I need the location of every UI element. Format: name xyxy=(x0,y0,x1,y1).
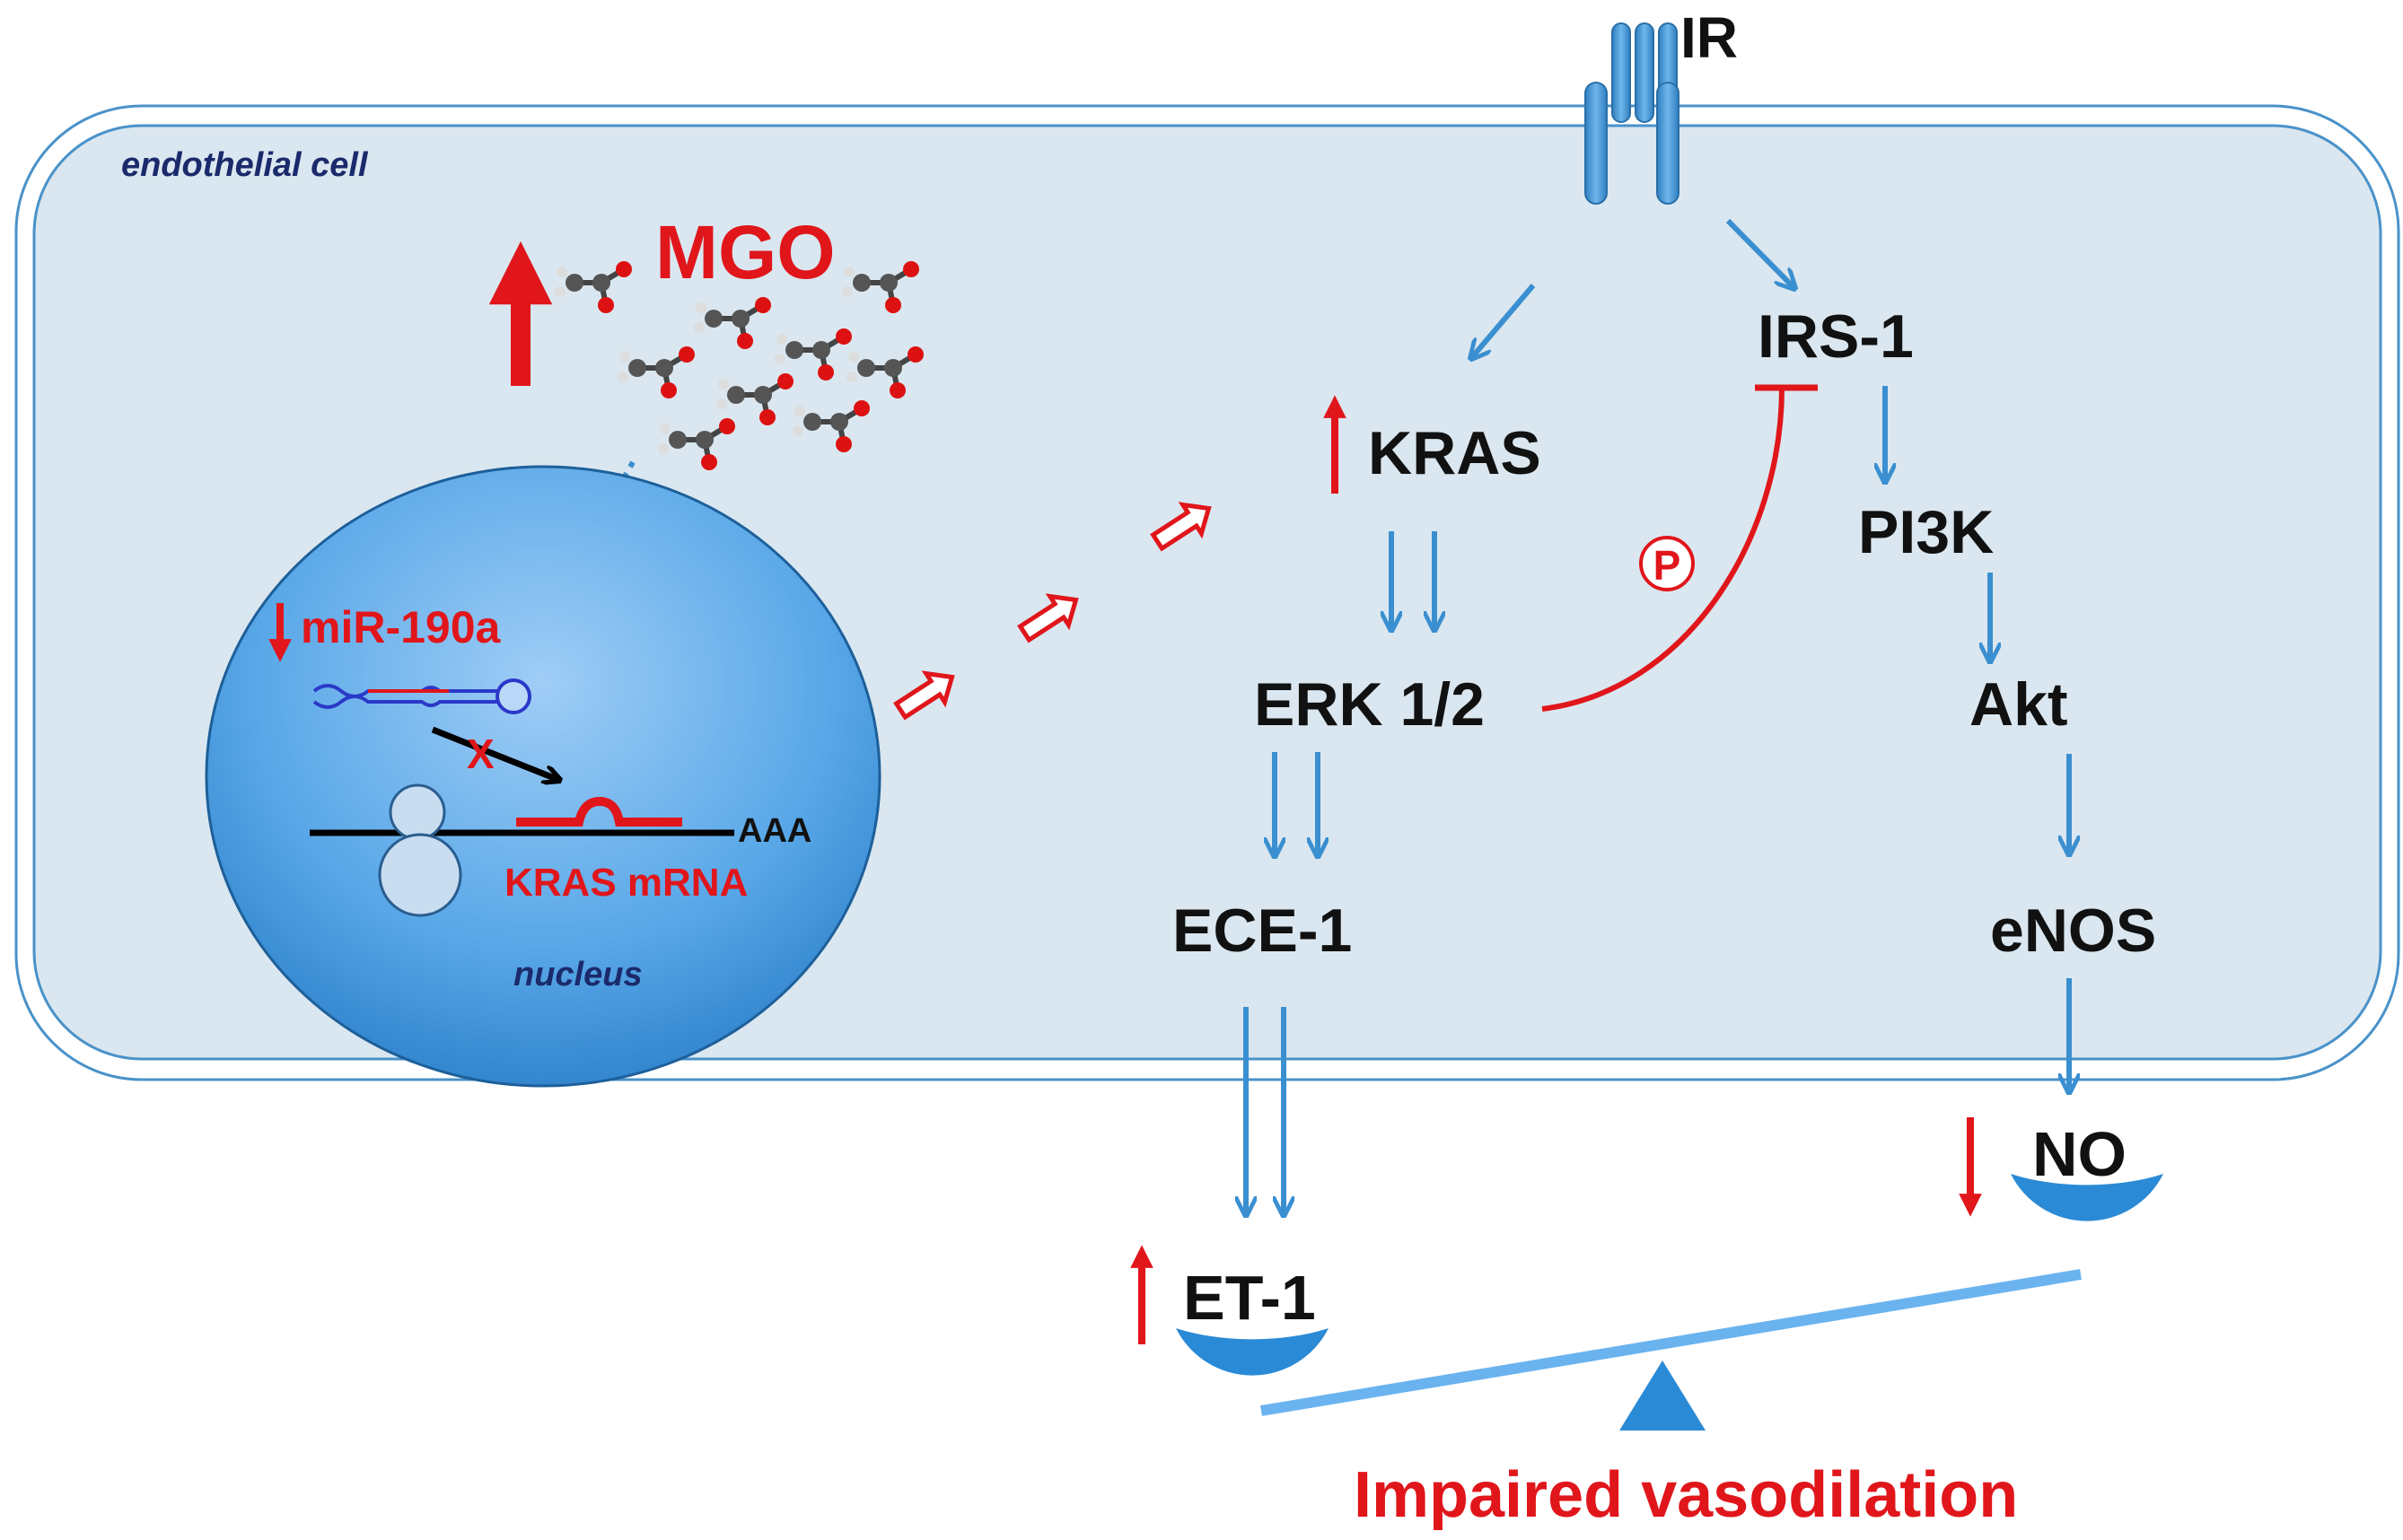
arrow-ir-to-irs1 xyxy=(1725,218,1793,287)
node-akt: Akt xyxy=(1969,670,2068,739)
balance-beam xyxy=(1260,1269,2082,1416)
ribosome xyxy=(378,783,462,917)
balance-fulcrum xyxy=(1619,1361,1706,1431)
pathway-arrows xyxy=(1246,218,2069,1213)
hollow-arrow xyxy=(1150,502,1212,552)
mrna-target-site xyxy=(516,796,682,827)
node-erk: ERK 1/2 xyxy=(1254,670,1485,739)
outcome-label: Impaired vasodilation xyxy=(1354,1459,2018,1531)
node-no: NO xyxy=(2032,1119,2127,1189)
vasodilation-balance: ET-1 NO Impaired vasodilation xyxy=(1130,1117,2163,1531)
mgo-molecule xyxy=(716,373,794,425)
nucleus-label: nucleus xyxy=(513,956,643,993)
receptor-label: IR xyxy=(1680,5,1738,70)
mgo-molecule xyxy=(793,400,870,452)
node-kras: KRAS xyxy=(1368,419,1541,487)
node-enos: eNOS xyxy=(1990,897,2156,965)
node-pi3k: PI3K xyxy=(1858,498,1994,566)
receptor-transmembrane xyxy=(1584,82,1608,205)
mgo-label: MGO xyxy=(655,210,836,294)
mgo-molecule xyxy=(555,261,632,313)
mirna-hairpin xyxy=(312,678,531,714)
receptor-subunit xyxy=(1611,22,1631,123)
cell-label: endothelial cell xyxy=(121,146,369,184)
erk-inhibits-irs1: P xyxy=(1541,384,1818,712)
insulin-receptor: IR xyxy=(1584,5,1738,205)
pathway-nodes: KRAS ERK 1/2 ECE-1 IRS-1 PI3K Akt eNOS xyxy=(1172,302,2156,965)
cell-outer-membrane xyxy=(14,104,2400,1081)
mgo-molecule xyxy=(694,297,771,349)
receptor-subunit xyxy=(1635,22,1654,123)
mgo-molecules xyxy=(555,261,924,470)
phosphorylation-label: P xyxy=(1653,542,1681,589)
mirna-label: miR-190a xyxy=(301,602,502,652)
mrna-label: KRAS mRNA xyxy=(504,861,748,905)
mgo-molecule xyxy=(658,418,735,470)
receptor-transmembrane xyxy=(1656,82,1679,205)
mirna-binding-arrow xyxy=(431,726,557,779)
et1-cup xyxy=(1176,1328,1329,1376)
arrow-ir-to-kras xyxy=(1472,284,1536,357)
mgo-molecule xyxy=(618,346,695,398)
no-cup xyxy=(2011,1174,2163,1221)
hollow-arrow xyxy=(1017,593,1079,643)
node-ece1: ECE-1 xyxy=(1172,897,1352,965)
nucleus: nucleus miR-190a X AAA KRAS mRNA xyxy=(205,465,881,1088)
mgo-molecule xyxy=(775,328,852,381)
hollow-arrow xyxy=(893,670,955,721)
node-et1: ET-1 xyxy=(1183,1263,1316,1333)
mrna-polya-tail: AAA xyxy=(738,812,811,850)
node-irs1: IRS-1 xyxy=(1758,302,1914,371)
binding-blocked-mark: X xyxy=(467,731,495,777)
mgo-molecule xyxy=(842,261,919,313)
phosphorylation-badge xyxy=(1639,536,1695,591)
nucleus-to-kras-flow xyxy=(893,502,1212,721)
inhibition-curve xyxy=(1541,387,1785,712)
mgo-molecule xyxy=(846,346,924,398)
